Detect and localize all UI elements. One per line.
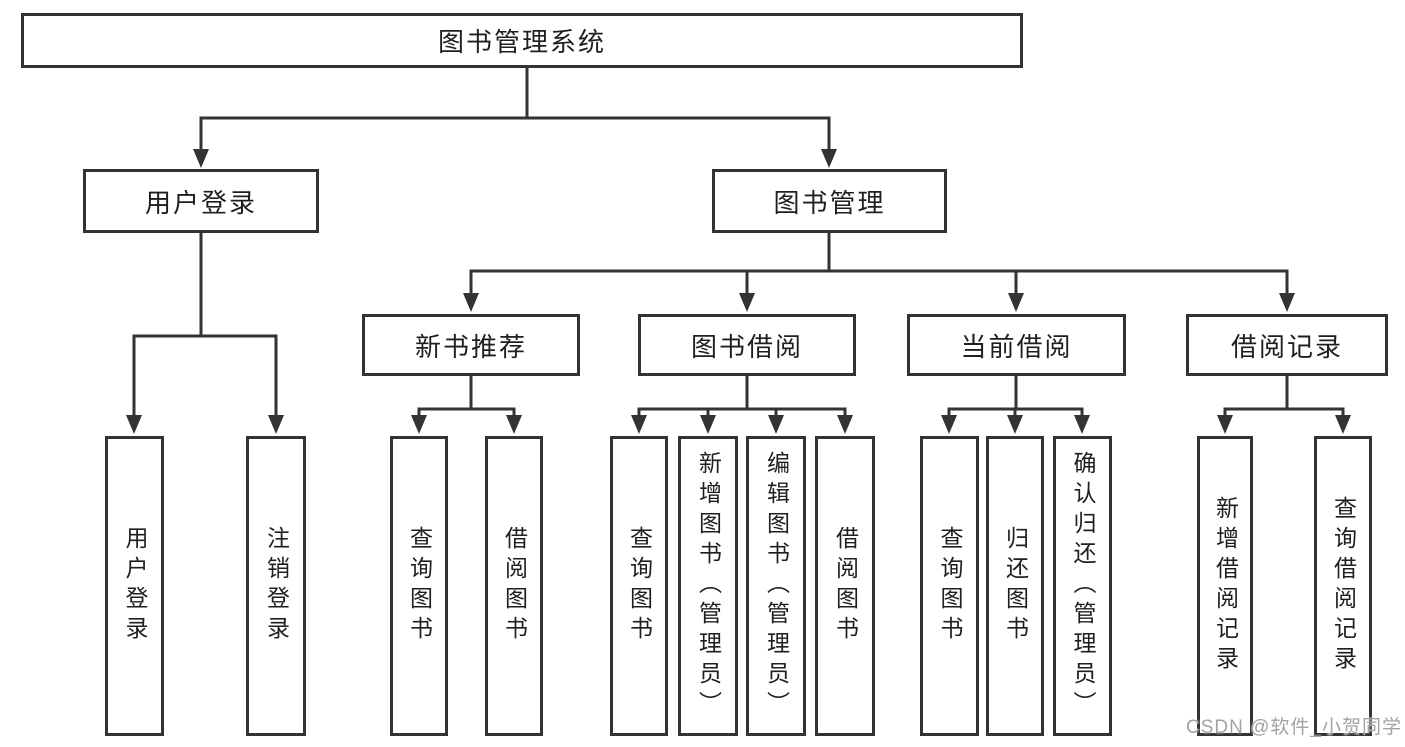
- node-library-system: 图书管理系统: [21, 13, 1023, 68]
- leaf-query-book-borrow: 查询图书: [610, 436, 668, 736]
- leaf-query-borrow-record: 查询借阅记录: [1314, 436, 1372, 736]
- leaf-query-book-recommend: 查询图书: [390, 436, 448, 736]
- leaf-label: 注销登录: [263, 526, 290, 646]
- node-new-book-recommend: 新书推荐: [362, 314, 580, 376]
- leaf-query-book-current: 查询图书: [920, 436, 979, 736]
- node-label: 新书推荐: [414, 331, 527, 362]
- node-label: 图书管理: [773, 187, 886, 218]
- leaf-confirm-return-admin: 确认归还（管理员）: [1053, 436, 1112, 736]
- leaf-label: 借阅图书: [832, 526, 859, 646]
- node-book-management: 图书管理: [712, 169, 947, 233]
- leaf-edit-book-admin: 编辑图书（管理员）: [746, 436, 806, 736]
- leaf-add-book-admin: 新增图书（管理员）: [678, 436, 738, 736]
- leaf-label: 新增图书（管理员）: [695, 451, 722, 721]
- leaf-label: 借阅图书: [501, 526, 528, 646]
- leaf-borrow-book: 借阅图书: [815, 436, 875, 736]
- leaf-return-book: 归还图书: [986, 436, 1044, 736]
- node-label: 图书管理系统: [437, 27, 606, 57]
- leaf-label: 查询图书: [406, 526, 433, 646]
- node-label: 图书借阅: [690, 331, 803, 362]
- leaf-label: 确认归还（管理员）: [1070, 451, 1096, 721]
- leaf-logout: 注销登录: [246, 436, 306, 736]
- leaf-label: 查询借阅记录: [1330, 496, 1357, 676]
- leaf-label: 查询图书: [626, 526, 653, 646]
- leaf-label: 新增借阅记录: [1212, 496, 1239, 676]
- node-label: 当前借阅: [960, 331, 1073, 362]
- node-user-login: 用户登录: [83, 169, 319, 233]
- leaf-label: 编辑图书（管理员）: [763, 451, 790, 721]
- node-borrow-records: 借阅记录: [1186, 314, 1388, 376]
- leaf-user-login: 用户登录: [105, 436, 164, 736]
- node-label: 借阅记录: [1230, 331, 1343, 362]
- csdn-watermark: CSDN @软件_小贺同学: [1186, 717, 1402, 738]
- node-book-borrow: 图书借阅: [638, 314, 856, 376]
- node-current-borrow: 当前借阅: [907, 314, 1126, 376]
- leaf-label: 归还图书: [1002, 526, 1029, 646]
- leaf-label: 用户登录: [122, 526, 148, 646]
- node-label: 用户登录: [144, 187, 257, 218]
- leaf-borrow-book-recommend: 借阅图书: [485, 436, 543, 736]
- leaf-label: 查询图书: [937, 526, 963, 646]
- leaf-add-borrow-record: 新增借阅记录: [1197, 436, 1253, 736]
